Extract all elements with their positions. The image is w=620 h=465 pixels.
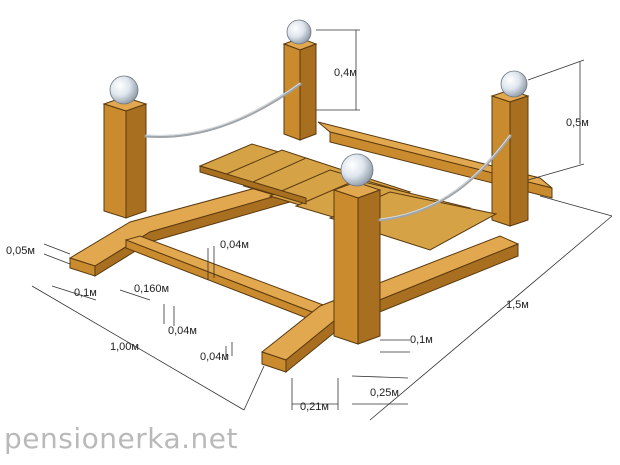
ball-front-left [109, 75, 139, 105]
label-width: 1,00м [110, 341, 139, 353]
label-base-width: 0,1м [74, 287, 97, 299]
post-back-right [490, 89, 530, 227]
label-rail-spacing: 0,160м [134, 283, 169, 295]
label-foot-length: 0,25м [370, 387, 399, 399]
ball-back-right [500, 70, 528, 98]
label-base-thickness: 0,05м [6, 245, 35, 257]
label-rail-top-section: 0,04м [220, 239, 249, 251]
label-length: 1,5м [506, 299, 529, 311]
rope-left [144, 82, 302, 138]
post-front-left [102, 96, 148, 219]
ball-back-left [286, 19, 312, 45]
rope-right [378, 134, 512, 222]
dimension-lines [31, 29, 613, 421]
label-post-side: 0,1м [410, 334, 433, 346]
label-post-height: 0,4м [334, 67, 357, 79]
post-back-left [282, 37, 318, 141]
post-front-right [332, 181, 382, 345]
ball-front-right [340, 153, 374, 187]
label-foot-width: 0,21м [300, 401, 329, 413]
watermark: pensionerka.net [4, 422, 238, 455]
label-rail-side-section: 0,04м [168, 325, 197, 337]
label-rail-front-section: 0,04м [200, 351, 229, 363]
label-post-total: 0,5м [566, 117, 589, 129]
